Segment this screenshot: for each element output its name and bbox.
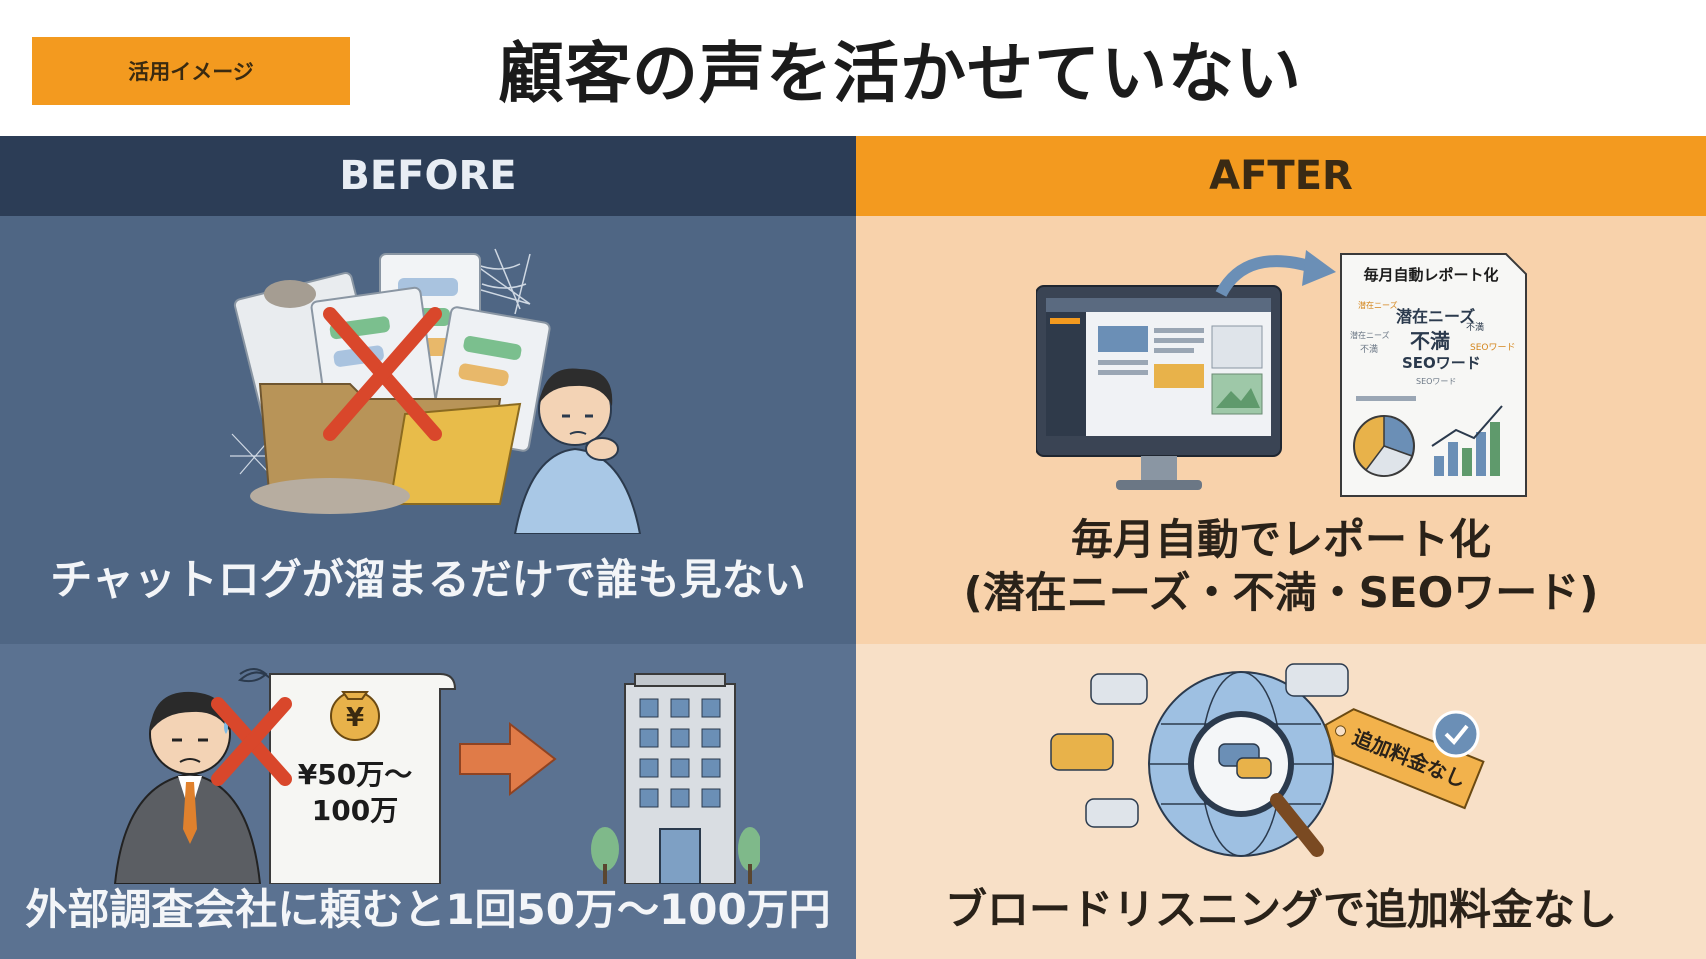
before-header: BEFORE	[0, 136, 856, 216]
after-listening-panel: 追加料金なし ブロードリスニングで追加料金なし	[856, 644, 1706, 959]
report-word-7: 潜在ニーズ	[1350, 330, 1390, 340]
curved-arrow-icon	[1302, 250, 1336, 286]
red-cross-icon	[211, 697, 292, 786]
invoice-amount-line2: 100万	[312, 794, 398, 827]
report-word-3: SEOワード	[1402, 354, 1481, 372]
report-word-1: 潜在ニーズ	[1396, 307, 1475, 326]
after-top-caption-line2: (潜在ニーズ・不満・SEOワード)	[963, 567, 1599, 617]
after-top-caption-line1: 毎月自動でレポート化	[1070, 515, 1491, 564]
yen-symbol: ¥	[346, 703, 364, 733]
usage-tag: 活用イメージ	[32, 37, 350, 105]
abandoned-chatlogs-illustration	[230, 248, 642, 534]
broad-listening-illustration: 追加料金なし	[1050, 663, 1485, 857]
bored-person-icon	[513, 368, 642, 534]
report-word-6: SEOワード	[1470, 343, 1515, 353]
report-word-2: 不満	[1410, 329, 1450, 353]
chat-bubble-icon	[1050, 663, 1349, 828]
invoice-amount-line1: ¥50万〜	[298, 758, 412, 791]
right-arrow-icon	[459, 721, 557, 797]
monitor-icon	[1036, 285, 1282, 490]
report-word-9: SEOワード	[1416, 377, 1456, 386]
report-document-icon: 毎月自動レポート化 潜在ニーズ 不満 SEOワード 潜在ニーズ 不満 SEOワー…	[1340, 253, 1527, 497]
report-title: 毎月自動レポート化	[1363, 266, 1498, 284]
header: 活用イメージ 顧客の声を活かせていない	[0, 0, 1706, 136]
expensive-research-illustration: ¥ ¥50万〜 100万	[113, 668, 760, 884]
before-research-panel: ¥ ¥50万〜 100万 外部調査会社に頼むと1回50万〜1	[0, 644, 856, 959]
after-bottom-caption: ブロードリスニングで追加料金なし	[944, 885, 1617, 934]
auto-report-illustration: 毎月自動レポート化 潜在ニーズ 不満 SEOワード 潜在ニーズ 不満 SEOワー…	[1036, 250, 1527, 497]
page-title: 顧客の声を活かせていない	[498, 35, 1302, 112]
check-badge-icon	[1432, 710, 1480, 758]
report-word-5: 不満	[1466, 322, 1484, 333]
before-chatlog-panel: チャットログが溜まるだけで誰も見ない	[0, 216, 856, 644]
office-building-icon	[591, 673, 760, 884]
report-word-8: 不満	[1360, 344, 1378, 355]
worried-businessman-icon	[113, 668, 271, 884]
magnifier-icon	[1188, 711, 1324, 857]
after-report-panel: 毎月自動レポート化 潜在ニーズ 不満 SEOワード 潜在ニーズ 不満 SEOワー…	[856, 216, 1706, 644]
after-header: AFTER	[856, 136, 1706, 216]
invoice-scroll-icon: ¥ ¥50万〜 100万	[269, 673, 457, 884]
after-top-caption: 毎月自動でレポート化 (潜在ニーズ・不満・SEOワード)	[856, 514, 1706, 619]
before-top-caption: チャットログが溜まるだけで誰も見ない	[50, 555, 806, 604]
red-cross-icon	[323, 307, 442, 441]
before-bottom-caption: 外部調査会社に頼むと1回50万〜100万円	[25, 885, 831, 934]
report-word-4: 潜在ニーズ	[1358, 300, 1398, 310]
